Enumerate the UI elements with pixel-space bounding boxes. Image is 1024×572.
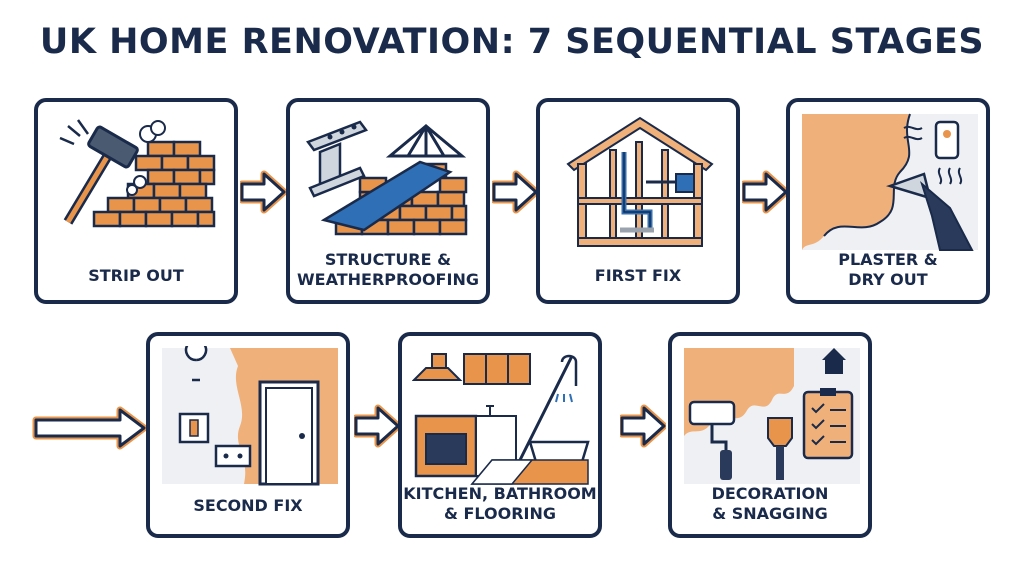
kitchen-bath-icon bbox=[412, 353, 590, 485]
arrow-right-icon bbox=[620, 404, 666, 448]
hammer-brick-icon bbox=[59, 119, 216, 228]
stage-card-kitchen-bathroom: KITCHEN, BATHROOM & FLOORING bbox=[398, 332, 602, 538]
stage-label: STRIP OUT bbox=[88, 266, 184, 285]
arrow-right-icon bbox=[354, 404, 400, 448]
stage-label: PLASTER & DRY OUT bbox=[838, 250, 938, 289]
arrow-right-icon bbox=[32, 406, 148, 450]
stage-card-structure: STRUCTURE & WEATHERPROOFING bbox=[286, 98, 490, 304]
roller-brush-icon bbox=[684, 348, 860, 484]
timber-frame-icon bbox=[566, 116, 714, 247]
page-title: UK HOME RENOVATION: 7 SEQUENTIAL STAGES bbox=[39, 22, 985, 62]
arrow-right-icon bbox=[742, 170, 788, 214]
stage-card-second-fix: SECOND FIX bbox=[146, 332, 350, 538]
stage-label: STRUCTURE & WEATHERPROOFING bbox=[297, 250, 479, 289]
stage-label: DECORATION & SNAGGING bbox=[711, 484, 829, 523]
stage-card-plaster: PLASTER & DRY OUT bbox=[786, 98, 990, 304]
plaster-trowel-icon bbox=[802, 113, 978, 251]
steel-roof-icon bbox=[306, 120, 468, 236]
stage-label: FIRST FIX bbox=[594, 266, 682, 285]
door-switch-icon bbox=[162, 346, 338, 486]
arrow-right-icon bbox=[240, 170, 286, 214]
stage-card-decoration: DECORATION & SNAGGING bbox=[668, 332, 872, 538]
stage-label: SECOND FIX bbox=[193, 496, 303, 515]
stage-card-strip-out: STRIP OUT bbox=[34, 98, 238, 304]
stage-label: KITCHEN, BATHROOM & FLOORING bbox=[403, 484, 597, 523]
arrow-right-icon bbox=[492, 170, 538, 214]
stage-card-first-fix: FIRST FIX bbox=[536, 98, 740, 304]
